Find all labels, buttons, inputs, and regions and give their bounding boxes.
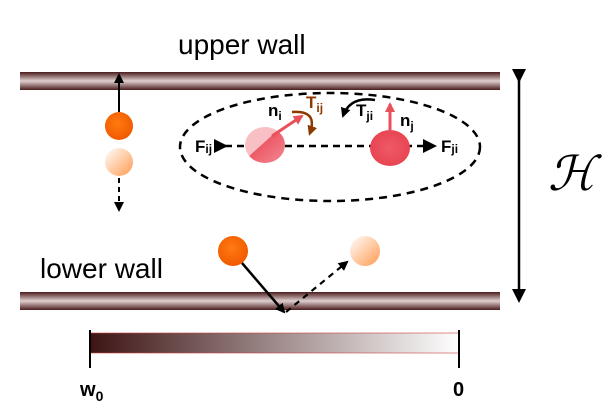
upper-wall: [20, 72, 500, 90]
label-f-ji: Fji: [441, 137, 458, 156]
label-t-ij: Tij: [306, 93, 323, 115]
colorbar: [89, 332, 460, 354]
torque-arrow-tij: [291, 110, 318, 136]
reflected-dashed-arrow: [285, 260, 349, 313]
particle-incoming: [218, 236, 248, 266]
particle-pale-lower: [105, 148, 133, 176]
upper-wall-label: upper wall: [178, 29, 306, 60]
colorbar-min-label: w0: [79, 379, 104, 404]
colorbar-max-label: 0: [453, 379, 464, 401]
label-n-i: ni: [268, 101, 282, 123]
label-n-j: nj: [400, 111, 414, 133]
particle-outgoing: [350, 236, 380, 266]
label-f-ij: Fij: [195, 137, 212, 156]
label-t-ji: Tji: [356, 101, 373, 123]
lower-wall: [20, 292, 500, 310]
interaction-ellipse: [178, 91, 482, 203]
particle-i: [245, 127, 285, 163]
height-symbol: ℋ: [548, 148, 602, 201]
incident-arrow: [241, 262, 286, 314]
orientation-arrow-ni: [271, 114, 304, 138]
torque-arrow-tji: [340, 98, 376, 118]
particle-orange-upper: [105, 112, 133, 140]
lower-wall-label: lower wall: [40, 253, 163, 284]
particle-j: [370, 130, 410, 166]
